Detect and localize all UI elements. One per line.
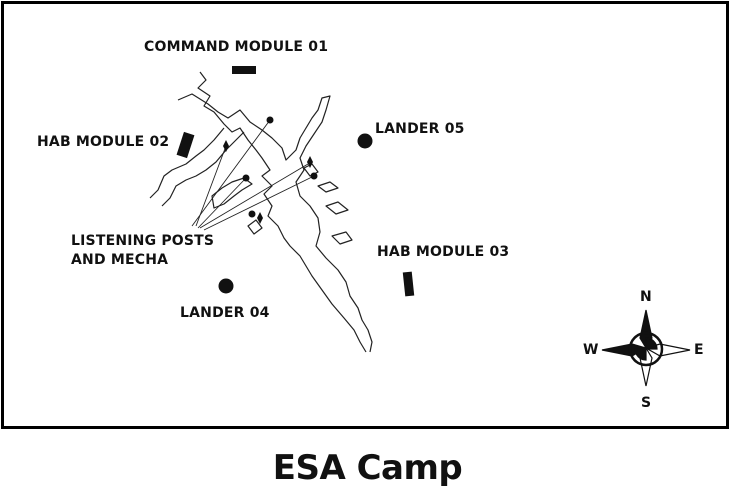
ravine-inlet-5	[331, 231, 353, 245]
compass-east-letter: E	[694, 342, 704, 358]
lander-04-label: LANDER 04	[180, 305, 270, 321]
mecha-diamond	[307, 156, 313, 168]
listening-post-dot	[248, 210, 256, 218]
compass-rose	[601, 309, 691, 387]
compass-north-letter: N	[640, 289, 652, 305]
ravine-inlet-3	[317, 181, 339, 193]
listening-posts	[223, 116, 318, 224]
lander-05-marker	[357, 133, 373, 149]
mecha-diamond	[257, 212, 263, 224]
hab-module-03-label: HAB MODULE 03	[377, 244, 510, 260]
command-module-01-label: COMMAND MODULE 01	[144, 39, 329, 55]
command-module-01-marker	[232, 66, 256, 74]
lander-04-marker	[218, 278, 234, 294]
listening-post-dot	[266, 116, 274, 124]
mecha-diamond	[223, 140, 229, 152]
ravine-inlet-2	[247, 219, 263, 235]
listening-post-dot	[310, 172, 318, 180]
compass-south-letter: S	[641, 395, 652, 411]
listening-post-dot	[242, 174, 250, 182]
ravine-west-arm	[149, 127, 225, 199]
hab-module-02-label: HAB MODULE 02	[37, 134, 170, 150]
compass-ring	[628, 331, 664, 367]
hab-module-02-marker	[176, 131, 195, 159]
compass-west-letter: W	[583, 342, 599, 358]
map-caption: ESA Camp	[272, 448, 463, 488]
ravine-right-edge	[177, 93, 373, 353]
map-frame	[1, 1, 729, 429]
ravine-inlet-4	[325, 201, 349, 215]
listening-post-lines	[191, 119, 315, 231]
ravine-west-arm-inner	[161, 131, 245, 207]
compass-center-fill	[645, 337, 658, 350]
ravine-left-edge	[197, 71, 367, 353]
listening-posts-label: LISTENING POSTS AND MECHA	[71, 233, 215, 268]
hab-module-03-marker	[402, 271, 415, 297]
lander-05-label: LANDER 05	[375, 121, 465, 137]
